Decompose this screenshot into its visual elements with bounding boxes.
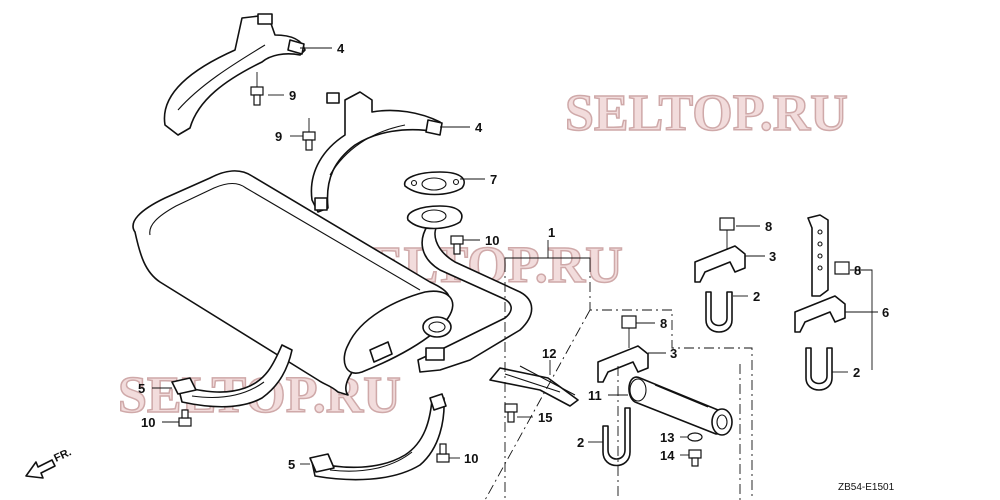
pipe-clamp-lower — [597, 345, 649, 383]
front-direction-label: FR. — [52, 446, 73, 464]
lower-bracket-left — [171, 344, 293, 408]
callout-14: 14 — [660, 448, 675, 463]
nut-8-middle — [621, 315, 637, 348]
bolt-15 — [504, 403, 518, 423]
callout-12: 12 — [542, 346, 556, 361]
callout-1: 1 — [548, 225, 555, 240]
muffler-bracket-middle — [310, 91, 443, 213]
callout-2-right: 2 — [853, 365, 860, 380]
callout-5-right: 5 — [288, 457, 295, 472]
callout-15: 15 — [538, 410, 552, 425]
callout-6: 6 — [882, 305, 889, 320]
callout-3-upper: 3 — [769, 249, 776, 264]
silencer-insert — [628, 376, 733, 436]
callout-10-pipe: 10 — [485, 233, 499, 248]
u-bolt-2 — [805, 347, 833, 391]
bolt-9-middle — [302, 118, 316, 151]
callout-5-left: 5 — [138, 381, 145, 396]
callout-9-middle: 9 — [275, 129, 282, 144]
pipe-clamp-upper — [694, 245, 746, 283]
bolt-10-right — [436, 443, 450, 463]
leader-lines — [152, 47, 878, 465]
watermark-bottom: SELTOP.RU — [118, 367, 401, 424]
u-bolt-1 — [705, 291, 733, 333]
muffler-bracket-upper — [163, 13, 306, 136]
assembly-frame — [484, 262, 753, 500]
callout-2-upper: 2 — [753, 289, 760, 304]
callout-4-upper: 4 — [337, 41, 345, 56]
muffler-assembly — [132, 170, 533, 396]
pipe-bracket — [489, 365, 579, 407]
watermark-top: SELTOP.RU — [565, 85, 848, 142]
lower-bracket-right — [309, 393, 447, 481]
callout-13: 13 — [660, 430, 674, 445]
callout-9-upper: 9 — [289, 88, 296, 103]
nut-8-right — [834, 261, 850, 275]
hanger-strap-assembly — [794, 214, 846, 333]
bolt-14 — [688, 449, 702, 467]
callout-2-lower: 2 — [577, 435, 584, 450]
callout-4-middle: 4 — [475, 120, 483, 135]
callout-10-left: 10 — [141, 415, 155, 430]
exhaust-gasket — [403, 171, 465, 196]
nut-8-upper — [719, 217, 735, 250]
callout-7: 7 — [490, 172, 497, 187]
callout-11: 11 — [588, 388, 602, 403]
callout-10-right: 10 — [464, 451, 478, 466]
diagram-code: ZB54-E1501 — [838, 482, 895, 493]
callout-8-upper: 8 — [765, 219, 772, 234]
front-direction-arrow-icon — [25, 459, 56, 479]
callout-8-middle: 8 — [660, 316, 667, 331]
callout-8-right: 8 — [854, 263, 861, 278]
u-bolt-3 — [602, 407, 631, 467]
bolt-9-upper — [250, 72, 264, 106]
washer-13 — [687, 432, 703, 442]
callout-3-lower: 3 — [670, 346, 677, 361]
